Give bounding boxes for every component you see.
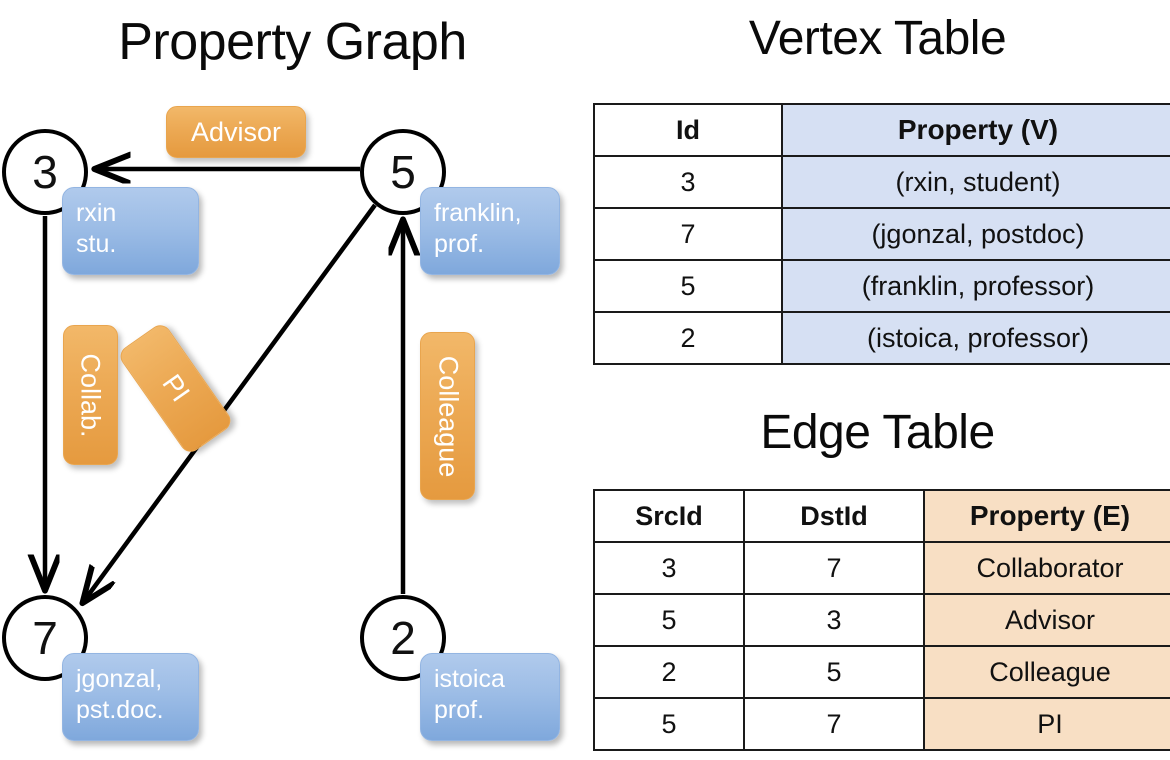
vertex-table-header-id: Id <box>593 103 783 157</box>
vertex-cell-id: 2 <box>593 311 783 365</box>
graph-node-2-label: 2 <box>390 612 416 664</box>
edge-cell-property: Advisor <box>923 593 1170 647</box>
node-property-box-rxin: rxin stu. <box>62 187 199 275</box>
page-title-property-graph: Property Graph <box>118 13 467 71</box>
edge-label-box-collab: Collab. <box>63 325 118 465</box>
node-property-rxin-line1: rxin <box>76 199 117 227</box>
table-row: 2 5 Colleague <box>593 645 1170 699</box>
edge-cell-property: PI <box>923 697 1170 751</box>
table-row: 5 7 PI <box>593 697 1170 751</box>
edge-table-header-dstid: DstId <box>743 489 925 543</box>
vertex-table: Id Property (V) 3 (rxin, student) 7 (jgo… <box>593 103 1170 365</box>
node-property-franklin-line2: prof. <box>434 230 485 258</box>
edge-pi-5-to-7 <box>84 203 377 601</box>
node-property-franklin-line1: franklin, <box>434 199 522 227</box>
table-row: 3 (rxin, student) <box>593 155 1170 209</box>
edge-table-header-srcid: SrcId <box>593 489 745 543</box>
property-graph-panel: Property Graph 3 5 7 2 rxin stu. frankli… <box>0 0 585 760</box>
edge-cell-property: Collaborator <box>923 541 1170 595</box>
node-property-box-jgonzal: jgonzal, pst.doc. <box>62 653 199 741</box>
table-row: 7 (jgonzal, postdoc) <box>593 207 1170 261</box>
graph-node-7-label: 7 <box>32 612 58 664</box>
node-property-box-istoica: istoica prof. <box>420 653 560 741</box>
edge-cell-srcid: 2 <box>593 645 745 699</box>
node-property-istoica-line1: istoica <box>434 665 505 693</box>
table-row: 2 (istoica, professor) <box>593 311 1170 365</box>
node-property-jgonzal-line2: pst.doc. <box>76 696 164 724</box>
edge-table-header-row: SrcId DstId Property (E) <box>593 489 1170 543</box>
edge-cell-srcid: 5 <box>593 697 745 751</box>
edge-cell-dstid: 7 <box>743 541 925 595</box>
graph-node-3-label: 3 <box>32 146 58 198</box>
graph-node-5[interactable]: 5 <box>360 129 446 215</box>
edge-label-advisor: Advisor <box>190 116 282 147</box>
vertex-cell-property: (istoica, professor) <box>781 311 1170 365</box>
node-property-jgonzal-line1: jgonzal, <box>76 665 163 693</box>
vertex-cell-property: (franklin, professor) <box>781 259 1170 313</box>
node-property-rxin-line2: stu. <box>76 230 117 258</box>
table-row: 5 3 Advisor <box>593 593 1170 647</box>
edge-cell-dstid: 5 <box>743 645 925 699</box>
graph-edges-layer <box>0 0 585 760</box>
table-row: 3 7 Collaborator <box>593 541 1170 595</box>
edge-label-box-advisor: Advisor <box>166 106 306 158</box>
vertex-table-header-row: Id Property (V) <box>593 103 1170 157</box>
edge-label-pi: PI <box>156 369 196 408</box>
edge-table: SrcId DstId Property (E) 3 7 Collaborato… <box>593 489 1170 751</box>
edge-table-header-property: Property (E) <box>923 489 1170 543</box>
edge-label-collab: Collab. <box>76 352 107 438</box>
edge-cell-srcid: 3 <box>593 541 745 595</box>
edge-cell-dstid: 7 <box>743 697 925 751</box>
edge-label-colleague: Colleague <box>433 355 463 477</box>
table-row: 5 (franklin, professor) <box>593 259 1170 313</box>
edge-cell-property: Colleague <box>923 645 1170 699</box>
vertex-cell-id: 7 <box>593 207 783 261</box>
edge-cell-dstid: 3 <box>743 593 925 647</box>
graph-node-5-label: 5 <box>390 146 416 198</box>
node-property-box-franklin: franklin, prof. <box>420 187 560 275</box>
node-property-istoica-line2: prof. <box>434 696 485 724</box>
edge-label-box-colleague: Colleague <box>420 332 475 500</box>
vertex-table-header-property: Property (V) <box>781 103 1170 157</box>
vertex-cell-property: (rxin, student) <box>781 155 1170 209</box>
page-title-edge-table: Edge Table <box>760 406 995 459</box>
vertex-cell-property: (jgonzal, postdoc) <box>781 207 1170 261</box>
vertex-cell-id: 3 <box>593 155 783 209</box>
graph-node-2[interactable]: 2 <box>360 595 446 681</box>
page-title-vertex-table: Vertex Table <box>748 12 1007 65</box>
edge-cell-srcid: 5 <box>593 593 745 647</box>
vertex-cell-id: 5 <box>593 259 783 313</box>
